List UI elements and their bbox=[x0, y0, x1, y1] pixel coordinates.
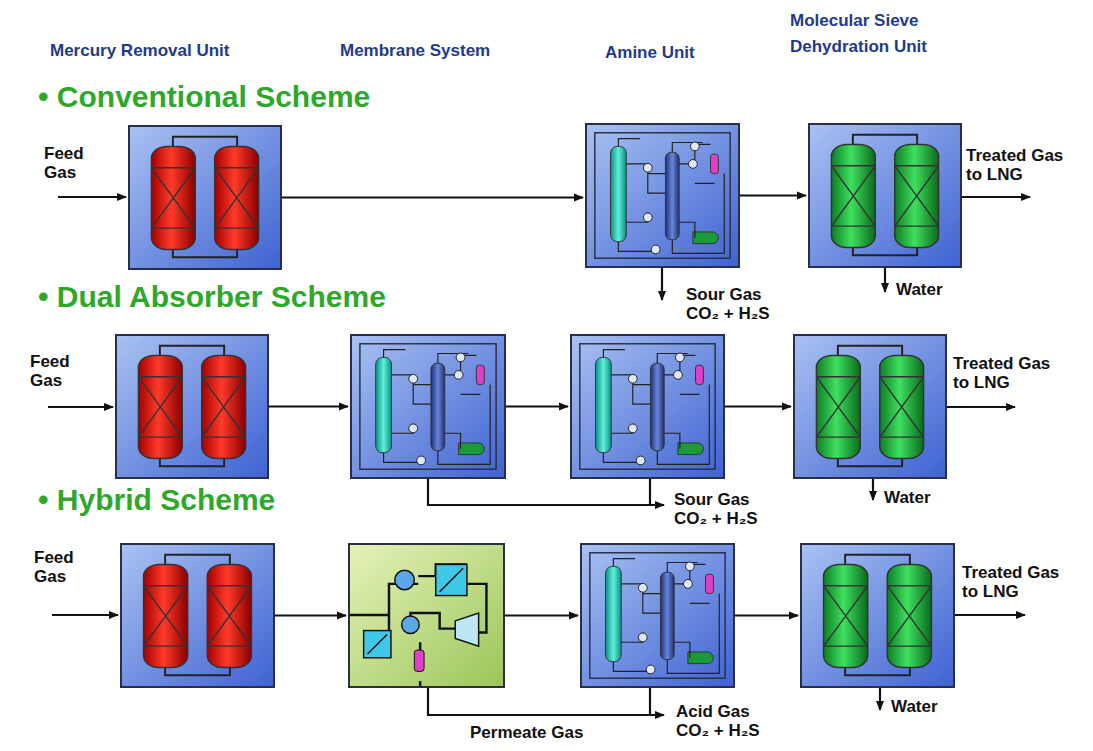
unit-illustration bbox=[130, 127, 280, 268]
unit-illustration bbox=[802, 545, 953, 686]
process-flow-arrow bbox=[505, 614, 578, 616]
unit-illustration bbox=[117, 336, 267, 477]
stream-label: Treated Gas to LNG bbox=[962, 563, 1074, 601]
unit-illustration bbox=[587, 125, 738, 266]
membrane-unit bbox=[348, 543, 505, 688]
stream-label: Sour Gas CO₂ + H₂S bbox=[674, 490, 774, 528]
process-flow-arrow bbox=[740, 194, 806, 196]
dehydration-unit bbox=[793, 334, 947, 479]
unit-illustration bbox=[350, 545, 503, 686]
scheme-title: • Conventional Scheme bbox=[38, 80, 370, 114]
unit-illustration bbox=[810, 125, 960, 266]
stream-label: Feed Gas bbox=[44, 144, 94, 182]
unit-illustration bbox=[572, 336, 723, 477]
process-flow-arrow bbox=[269, 405, 348, 407]
stream-label: Feed Gas bbox=[34, 548, 84, 586]
process-flow-arrow bbox=[282, 196, 583, 198]
mercury-removal-unit bbox=[120, 543, 275, 688]
dehydration-unit bbox=[800, 543, 955, 688]
process-flow-arrow bbox=[735, 614, 798, 616]
process-flow-arrow bbox=[275, 614, 346, 616]
column-header: Membrane System bbox=[340, 38, 490, 64]
stream-label: Water bbox=[884, 488, 931, 507]
dehydration-unit bbox=[808, 123, 962, 268]
stream-label: Treated Gas to LNG bbox=[966, 146, 1078, 184]
stream-label: Acid Gas CO₂ + H₂S bbox=[676, 702, 776, 740]
process-flow-arrow bbox=[506, 405, 568, 407]
process-flow-arrow bbox=[725, 405, 791, 407]
scheme-title: • Hybrid Scheme bbox=[38, 483, 275, 517]
amine-unit bbox=[350, 334, 506, 479]
amine-unit bbox=[585, 123, 740, 268]
unit-illustration bbox=[122, 545, 273, 686]
column-header: Amine Unit bbox=[605, 40, 695, 66]
unit-illustration bbox=[582, 545, 733, 686]
column-header: Molecular Sieve Dehydration Unit bbox=[790, 8, 990, 61]
stream-label: Sour Gas CO₂ + H₂S bbox=[686, 285, 786, 323]
stream-label: Permeate Gas bbox=[470, 723, 583, 742]
column-header: Mercury Removal Unit bbox=[50, 38, 230, 64]
stream-label: Water bbox=[891, 697, 938, 716]
unit-illustration bbox=[795, 336, 945, 477]
scheme-title: • Dual Absorber Scheme bbox=[38, 280, 386, 314]
stream-label: Treated Gas to LNG bbox=[953, 354, 1065, 392]
stream-label: Feed Gas bbox=[30, 352, 80, 390]
stream-label: Water bbox=[896, 280, 943, 299]
mercury-removal-unit bbox=[128, 125, 282, 270]
amine-unit bbox=[570, 334, 725, 479]
unit-illustration bbox=[352, 336, 504, 477]
amine-unit bbox=[580, 543, 735, 688]
mercury-removal-unit bbox=[115, 334, 269, 479]
